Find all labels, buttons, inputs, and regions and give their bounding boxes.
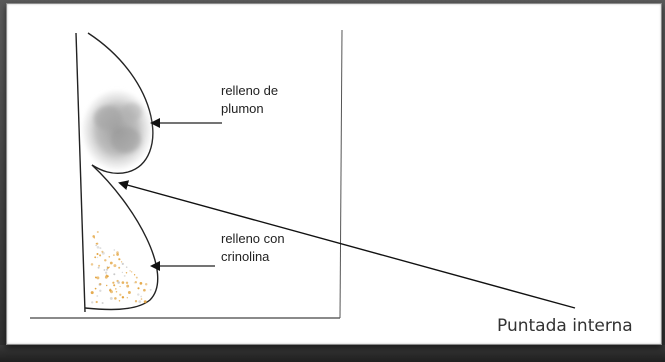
crinoline-speckle (109, 296, 113, 300)
crinoline-speckle (91, 301, 94, 304)
crinoline-speckle (125, 281, 129, 285)
crinoline-speckle (113, 249, 116, 251)
crinoline-speckle (139, 282, 143, 285)
crinoline-speckle (118, 300, 121, 302)
crinoline-speckle (99, 289, 102, 292)
crinoline-speckle (137, 293, 140, 296)
crinoline-speckle (121, 262, 124, 265)
crinoline-fill-label-line2: crinolina (221, 249, 270, 264)
crinoline-speckle (101, 302, 104, 304)
crinoline-speckle (134, 300, 138, 303)
crinoline-speckle (108, 266, 110, 268)
crinoline-speckle (90, 263, 94, 266)
crinoline-speckle (104, 259, 107, 262)
diagram-panel (6, 3, 662, 345)
crinoline-speckle (96, 276, 100, 280)
crinoline-speckle (138, 300, 142, 304)
crinoline-speckle (97, 266, 100, 269)
crinoline-speckle (103, 269, 106, 271)
inner-stitch-pointer-arrow (118, 180, 576, 309)
crinoline-speckle (118, 266, 121, 269)
crinoline-speckle (133, 274, 136, 276)
down-fill-texture (83, 91, 151, 169)
crinoline-speckle (114, 297, 117, 300)
inner-stitch-label: Puntada interna (497, 316, 633, 336)
crinoline-speckle (98, 264, 101, 267)
crinoline-speckle (135, 276, 138, 279)
down-fill-label-line2: plumon (221, 101, 264, 116)
crinoline-speckle (96, 230, 99, 234)
crinoline-speckle (95, 242, 98, 245)
lower-chamber-outline (84, 164, 159, 311)
crinoline-speckle (106, 266, 109, 268)
crinoline-speckle (119, 258, 121, 261)
crinoline-speckle (119, 293, 122, 296)
crinoline-speckle (113, 264, 117, 268)
crinoline-speckle (131, 271, 133, 273)
crinoline-fill-label-line1: relleno con (221, 231, 285, 246)
crinoline-speckle (140, 295, 143, 298)
crinoline-speckle (96, 295, 99, 297)
crinoline-speckle (143, 300, 147, 304)
crinoline-speckle (101, 250, 104, 253)
crinoline-speckle (149, 288, 152, 291)
crinoline-speckle (137, 287, 140, 290)
crinoline-speckle (133, 282, 135, 284)
crinoline-speckle (94, 256, 97, 259)
crinoline-speckle (105, 268, 109, 271)
crinoline-speckle (121, 271, 124, 274)
crinoline-speckle (95, 300, 98, 304)
backing-line (75, 32, 86, 313)
crinoline-speckle (96, 245, 100, 249)
crinoline-speckle (127, 291, 131, 294)
crinoline-speckle (113, 273, 116, 276)
crinoline-speckle (92, 235, 95, 238)
crinoline-speckle (106, 275, 109, 278)
crinoline-speckle (109, 261, 113, 265)
crinoline-speckle (121, 281, 125, 284)
crinoline-speckle (96, 256, 99, 259)
crinoline-speckle (96, 253, 99, 255)
crinoline-speckle (125, 272, 128, 274)
crinoline-speckle (126, 284, 130, 288)
right-border-line (339, 29, 343, 319)
frame-bottom-band (0, 345, 665, 362)
crinoline-fill-texture (90, 230, 152, 304)
crinoline-speckle (113, 284, 116, 287)
crinoline-speckle (116, 251, 119, 254)
crinoline-speckle (144, 282, 148, 286)
crinoline-speckle (126, 297, 128, 299)
crinoline-speckle (113, 254, 115, 256)
down-fill-label-line1: relleno de (221, 83, 279, 98)
crinoline-speckle (99, 282, 102, 286)
crinoline-speckle (115, 291, 118, 293)
crinoline-speckle (99, 254, 102, 257)
crinoline-speckle (99, 247, 102, 250)
crinoline-speckle (117, 281, 120, 284)
crinoline-speckle (94, 287, 97, 290)
crinoline-speckle (105, 284, 108, 287)
crinoline-speckle (123, 274, 126, 277)
crinoline-speckle (104, 271, 108, 274)
crinoline-speckle (95, 244, 98, 247)
crinoline-speckle (108, 255, 111, 258)
crinoline-speckle (143, 288, 146, 292)
crinoline-speckle (116, 253, 119, 256)
crinoline-speckle (134, 281, 137, 284)
crinoline-speckle (112, 281, 115, 284)
crinoline-speckle (109, 289, 112, 292)
crinoline-speckle (90, 291, 94, 295)
crinoline-speckle (121, 296, 125, 299)
crinoline-speckle (129, 270, 131, 272)
crinoline-speckle (125, 266, 128, 268)
crinoline-speckle (94, 276, 97, 279)
upper-chamber-outline (87, 32, 154, 174)
crinoline-speckle (140, 298, 143, 300)
crinoline-speckle (119, 285, 121, 288)
crinoline-speckle (115, 288, 117, 290)
crinoline-speckle (120, 261, 123, 263)
